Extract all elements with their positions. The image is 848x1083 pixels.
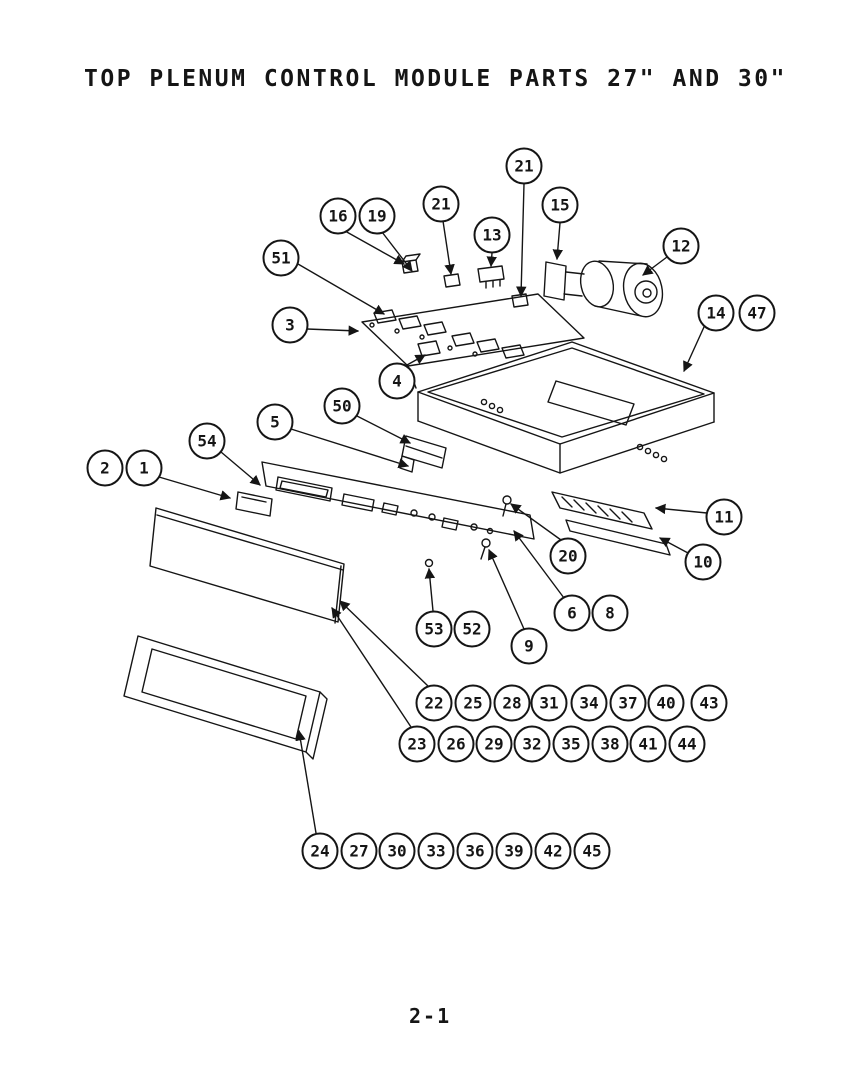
front-panel bbox=[149, 507, 345, 624]
callout-20: 20 bbox=[549, 537, 587, 575]
callout-1: 1 bbox=[125, 449, 163, 487]
callout-39: 39 bbox=[495, 832, 533, 870]
callout-22: 22 bbox=[415, 684, 453, 722]
callout-8: 8 bbox=[591, 594, 629, 632]
callout-36: 36 bbox=[456, 832, 494, 870]
callout-52: 52 bbox=[453, 610, 491, 648]
callout-53: 53 bbox=[415, 610, 453, 648]
callout-10: 10 bbox=[684, 543, 722, 581]
callout-43: 43 bbox=[690, 684, 728, 722]
callout-26: 26 bbox=[437, 725, 475, 763]
callout-16: 16 bbox=[319, 197, 357, 235]
callout-27: 27 bbox=[340, 832, 378, 870]
callout-21: 21 bbox=[422, 185, 460, 223]
callout-50: 50 bbox=[323, 387, 361, 425]
page-title: TOP PLENUM CONTROL MODULE PARTS 27" AND … bbox=[84, 66, 787, 92]
callout-54: 54 bbox=[188, 422, 226, 460]
callout-11: 11 bbox=[705, 498, 743, 536]
callout-33: 33 bbox=[417, 832, 455, 870]
callout-3: 3 bbox=[271, 306, 309, 344]
callout-5: 5 bbox=[256, 403, 294, 441]
small-components bbox=[401, 253, 529, 308]
callout-35: 35 bbox=[552, 725, 590, 763]
callout-9: 9 bbox=[510, 627, 548, 665]
outer-frame bbox=[123, 635, 328, 760]
callout-44: 44 bbox=[668, 725, 706, 763]
control-board bbox=[361, 293, 585, 389]
blower-motor bbox=[543, 260, 664, 318]
callout-29: 29 bbox=[475, 725, 513, 763]
callout-42: 42 bbox=[534, 832, 572, 870]
callout-51: 51 bbox=[262, 239, 300, 277]
callout-47: 47 bbox=[738, 294, 776, 332]
callout-15: 15 bbox=[541, 186, 579, 224]
trim-strip bbox=[565, 519, 671, 556]
leader-lines bbox=[158, 183, 708, 834]
callout-4: 4 bbox=[378, 362, 416, 400]
chassis-tray bbox=[417, 341, 715, 474]
callout-19: 19 bbox=[358, 197, 396, 235]
callout-34: 34 bbox=[570, 684, 608, 722]
callout-6: 6 bbox=[553, 594, 591, 632]
control-panel-strip bbox=[261, 461, 535, 540]
callout-12: 12 bbox=[662, 227, 700, 265]
mounting-bracket bbox=[399, 435, 447, 473]
callout-13: 13 bbox=[473, 216, 511, 254]
callout-40: 40 bbox=[647, 684, 685, 722]
callout-37: 37 bbox=[609, 684, 647, 722]
callout-32: 32 bbox=[513, 725, 551, 763]
end-bracket bbox=[235, 491, 273, 517]
callout-30: 30 bbox=[378, 832, 416, 870]
vent-grille bbox=[551, 491, 653, 530]
callout-2: 2 bbox=[86, 449, 124, 487]
callout-24: 24 bbox=[301, 832, 339, 870]
callout-28: 28 bbox=[493, 684, 531, 722]
callout-21: 21 bbox=[505, 147, 543, 185]
callout-14: 14 bbox=[697, 294, 735, 332]
callout-25: 25 bbox=[454, 684, 492, 722]
callout-23: 23 bbox=[398, 725, 436, 763]
callout-41: 41 bbox=[629, 725, 667, 763]
callout-31: 31 bbox=[530, 684, 568, 722]
callout-45: 45 bbox=[573, 832, 611, 870]
page-number: 2-1 bbox=[409, 1004, 452, 1028]
callout-38: 38 bbox=[591, 725, 629, 763]
